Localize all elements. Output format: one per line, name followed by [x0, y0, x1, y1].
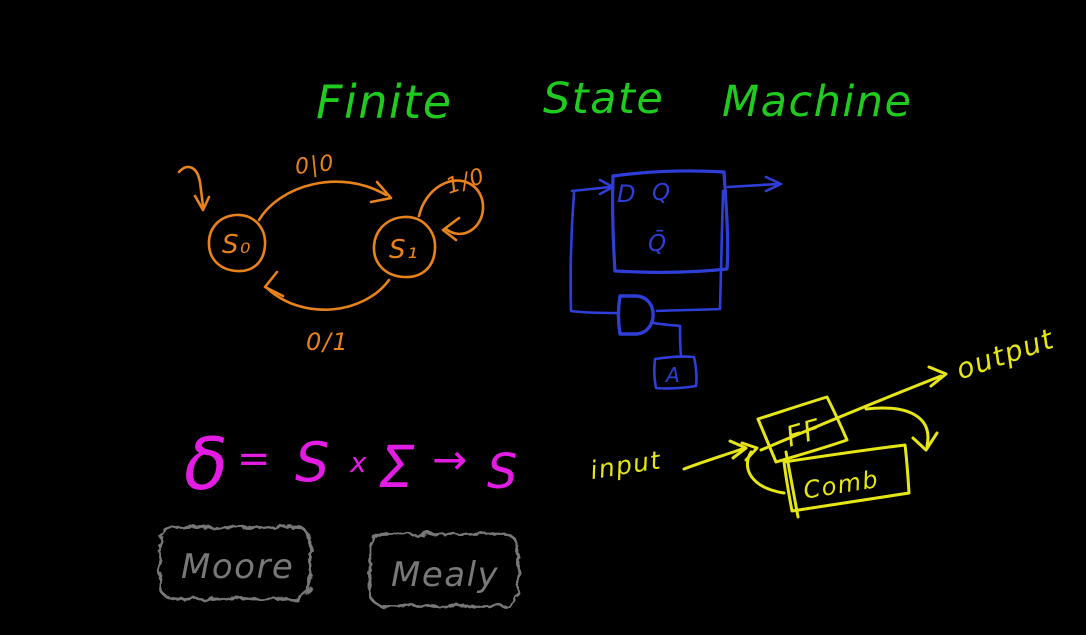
equation-sigma: Σ: [378, 433, 416, 501]
input-arrow-line: [682, 447, 744, 471]
mealy-bubble: [368, 532, 520, 608]
equation-times: x: [349, 446, 368, 479]
title-word-finite: Finite: [316, 75, 453, 129]
transition-s0-s1-label: 0|0: [294, 151, 336, 180]
input-arrowhead: [728, 439, 748, 460]
state-s0-label: S₀: [222, 230, 252, 260]
d-input-label: D: [617, 180, 637, 208]
transition-s0-s1-arc: [257, 180, 388, 222]
ff-to-comb-arrowhead: [911, 431, 939, 452]
title-word-state: State: [543, 74, 664, 124]
d-input-arrowhead: [598, 178, 615, 196]
transition-s1-s0-arrowhead: [263, 270, 285, 298]
state-diagram-strokes: [177, 165, 485, 311]
initial-state-arrowhead: [193, 194, 211, 212]
q-output-label: Q: [652, 180, 672, 206]
qbar-output-label: Q̄: [648, 229, 668, 257]
self-loop-s1-arc: [417, 179, 485, 236]
state-s1-circle: [372, 215, 437, 279]
ff-box: [756, 395, 849, 464]
transition-equation: δ = S x Σ → S: [184, 422, 519, 506]
a-block-label: A: [664, 363, 681, 387]
output-arrowhead: [927, 365, 948, 388]
comb-to-ff-arrowhead: [740, 441, 759, 462]
circuit-labels: D Q Q̄ A: [617, 180, 681, 387]
transition-s1-s0-arc: [266, 278, 391, 311]
output-arrow-line: [759, 374, 943, 452]
equation-domain-s: S: [295, 431, 331, 494]
feedback-right-line: [655, 189, 725, 313]
d-input-line: [570, 185, 612, 193]
circuit-strokes: [569, 169, 783, 390]
equation-result-s: S: [487, 444, 519, 500]
state-s0-circle: [207, 213, 267, 273]
mealy-label: Mealy: [391, 555, 499, 595]
equation-equals: =: [237, 436, 272, 482]
equation-arrow: →: [432, 435, 469, 484]
state-diagram-labels: S₀ S₁ 0|0 1/0 0/1: [222, 151, 489, 356]
equation-delta: δ: [184, 422, 230, 506]
ff-to-comb-arc: [864, 406, 930, 448]
q-output-line: [726, 182, 780, 189]
a-block-box: [653, 355, 698, 390]
machine-type-labels: Moore Mealy: [181, 547, 499, 595]
initial-state-arrow: [177, 165, 205, 208]
flipflop-box: [611, 169, 730, 274]
feedback-left-line: [569, 191, 619, 315]
block-diagram-strokes: [682, 365, 948, 519]
q-output-arrowhead: [764, 175, 783, 193]
comb-box: [782, 443, 911, 513]
self-loop-s1-arrowhead: [441, 216, 461, 242]
machine-type-bubbles: [158, 525, 520, 608]
and-gate: [616, 294, 655, 336]
state-s1-label: S₁: [389, 235, 419, 265]
and-to-a-line: [652, 321, 683, 358]
moore-bubble: [158, 525, 312, 601]
comb-box-left-overshoot: [784, 450, 800, 519]
title: Finite State Machine: [316, 74, 913, 129]
transition-s0-s1-arrowhead: [369, 180, 393, 204]
transition-s1-s0-label: 0/1: [306, 328, 349, 356]
title-word-machine: Machine: [722, 77, 913, 127]
moore-label: Moore: [181, 547, 294, 587]
